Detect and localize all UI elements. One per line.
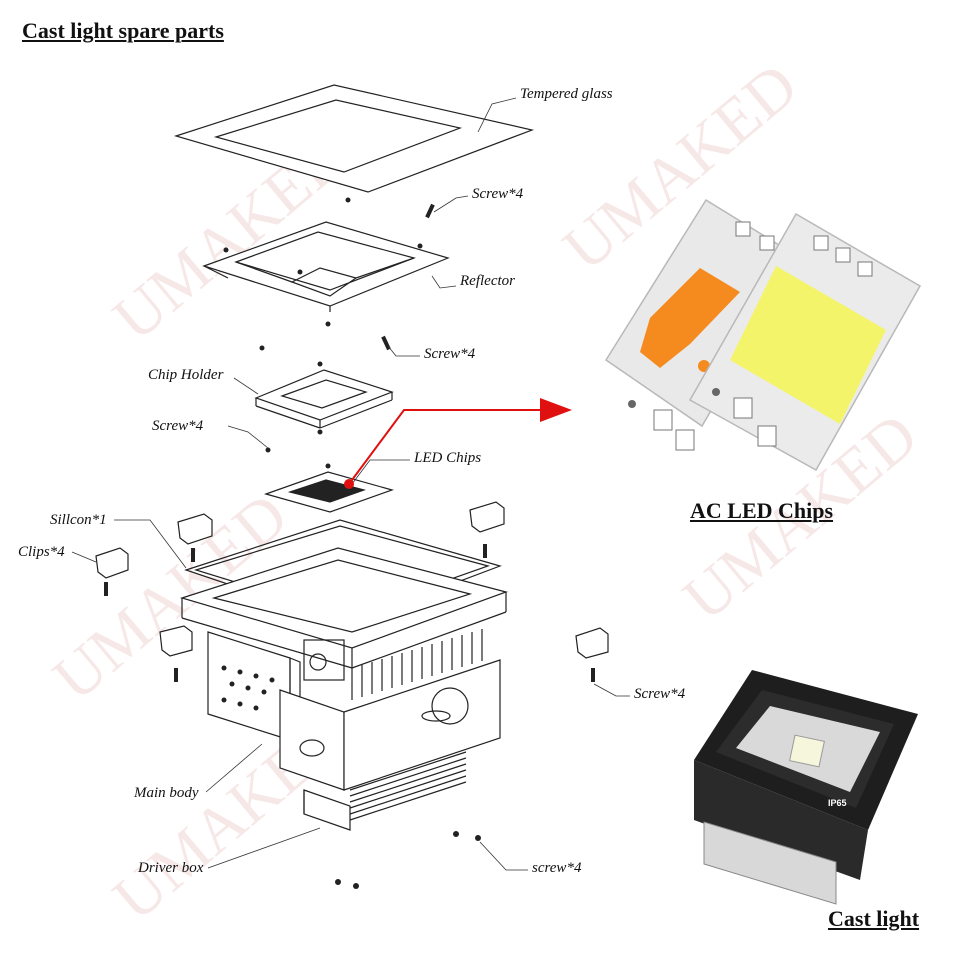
- label-reflector: Reflector: [460, 273, 515, 289]
- red-arrow: [344, 398, 572, 489]
- label-screw: Screw*4: [424, 346, 476, 362]
- driver-box-part: [303, 751, 467, 831]
- caption-ac-led-chips: AC LED Chips: [690, 498, 834, 523]
- label-clips: Clips*4: [18, 544, 65, 560]
- label-led-chips: LED Chips: [414, 450, 482, 466]
- main-body-part: [179, 547, 509, 791]
- label-chip-holder: Chip Holder: [148, 367, 224, 383]
- label-screw: Screw*4: [152, 418, 204, 434]
- label-driver-box: Driver box: [138, 860, 204, 876]
- chip-holder-part: [254, 369, 394, 429]
- label-screw: screw*4: [532, 860, 582, 876]
- label-screw: Screw*4: [472, 186, 524, 202]
- caption-cast-light: Cast light: [828, 906, 920, 931]
- warm-led-chip: [604, 198, 802, 451]
- label-main-body: Main body: [134, 785, 199, 801]
- tempered-glass-part: [173, 84, 535, 193]
- page-title: Cast light spare parts: [22, 18, 224, 43]
- cool-led-chip: [688, 212, 922, 472]
- label-screw: Screw*4: [634, 686, 686, 702]
- cast-light-housing: [694, 670, 918, 905]
- label-tempered-glass: Tempered glass: [520, 86, 613, 102]
- reflector-part: [202, 221, 450, 312]
- label-silicon: Sillcon*1: [50, 512, 107, 528]
- clip-part: [95, 501, 609, 659]
- ip-rating-mark: IP65: [828, 798, 847, 808]
